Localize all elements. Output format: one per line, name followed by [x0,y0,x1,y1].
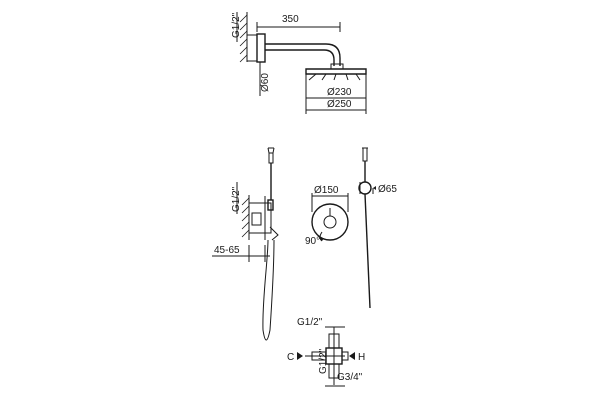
bottom-outlet [328,363,340,379]
flexible-hose [262,239,275,341]
valve-body-view: G1/2" G1/2" G3/4" C H [287,317,365,387]
hot-label: H [358,352,365,363]
embedded-valve-box [248,202,272,234]
valve-cover-plate [311,203,349,241]
rotation-label: 90° [305,236,320,247]
shower-head-connector [330,63,344,70]
holder-bracket [358,181,372,195]
top-outlet [328,333,340,349]
wall-flange-diameter-label: Ø60 [260,73,271,92]
cold-inlet [311,351,327,361]
top-thread-label: G1/2" [297,317,323,328]
hot-inlet [341,351,349,361]
water-spray-lines [308,73,361,81]
side-thread-label: G1/2" [318,348,329,374]
wall-flange [256,33,266,63]
cold-label: C [287,352,294,363]
shower-head-view: 350 G1/2" Ø60 Ø230 Ø250 [231,12,367,114]
arm-length-label: 350 [282,14,299,25]
inlet-fitting [246,34,258,62]
head-outer-diameter-label: Ø250 [327,99,352,110]
embed-depth-label: 45-65 [214,245,240,256]
wall-hatch-mid [241,195,250,240]
shower-arm [265,43,341,66]
valve-plate-view: Ø150 90° [305,185,349,247]
plate-diameter-label: Ø150 [314,185,339,196]
hand-shower-handle [268,152,274,164]
bottom-thread-label: G3/4" [337,372,363,383]
hand-shower-side-view: G1/2" 45-65 [212,147,279,341]
head-inner-diameter-label: Ø230 [327,87,352,98]
hand-shower-hose [364,193,371,309]
hand-shower-front-view: Ø65 [358,147,397,309]
shower-head-disc [305,68,367,75]
holder-diameter-label: Ø65 [378,184,397,195]
cold-arrow-icon [297,352,303,360]
hand-shower-head [362,147,368,162]
valve-knob [323,215,337,229]
hot-arrow-icon [349,352,355,360]
rotation-arc [319,231,323,242]
